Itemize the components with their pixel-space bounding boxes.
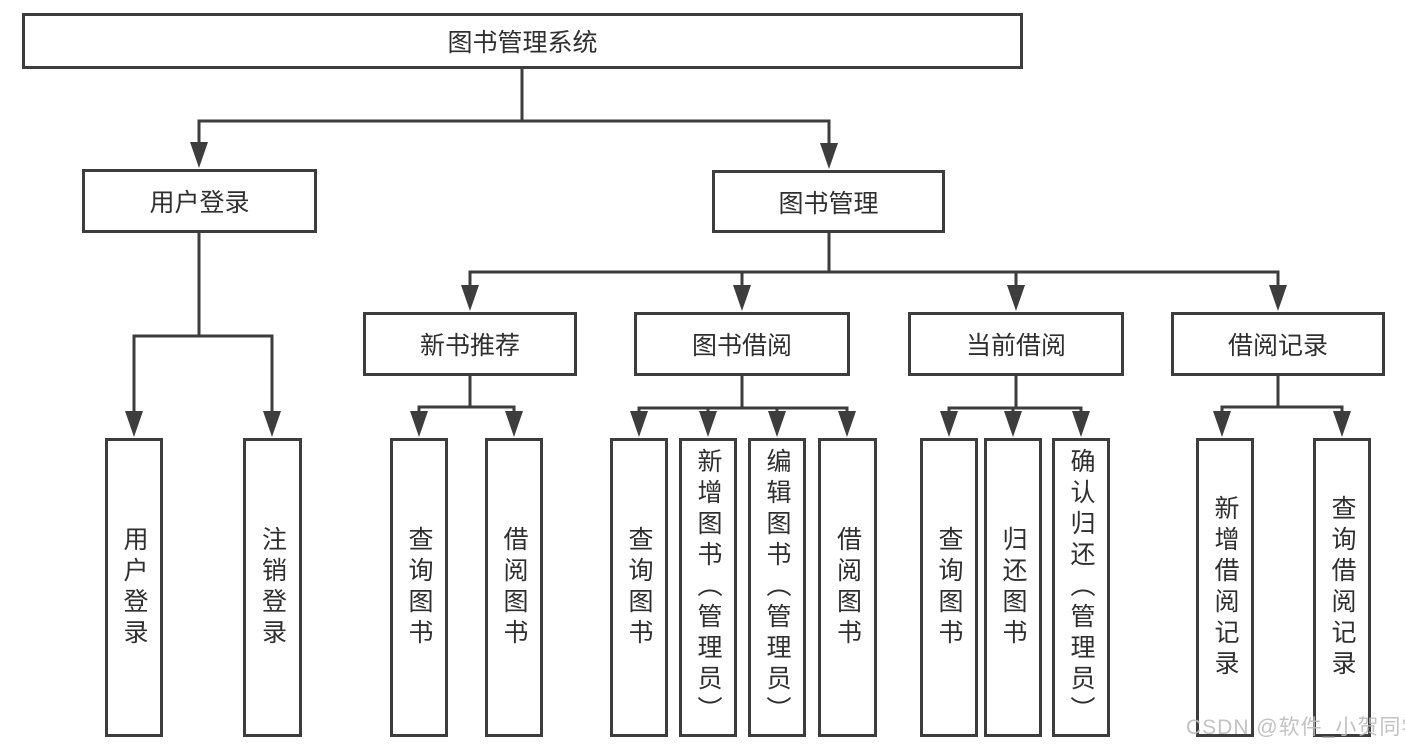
leaf-label: 确认归还（管理员） xyxy=(1067,448,1095,727)
leaf-label: 归还图书 xyxy=(999,525,1027,650)
leaf-label: 借阅图书 xyxy=(833,525,862,650)
leaf-borrow-books-recommend: 借阅图书 xyxy=(485,438,543,737)
leaf-label: 注销登录 xyxy=(258,525,287,650)
leaf-query-books-borrowing: 查询图书 xyxy=(610,438,668,737)
leaf-label: 查询借阅记录 xyxy=(1328,494,1356,681)
leaf-edit-books-admin: 编辑图书（管理员） xyxy=(748,438,806,737)
leaf-label: 编辑图书（管理员） xyxy=(763,448,791,727)
leaf-query-books-recommend: 查询图书 xyxy=(390,438,448,737)
leaf-label: 借阅图书 xyxy=(500,525,528,650)
node-current-borrowing: 当前借阅 xyxy=(908,312,1124,376)
leaf-label: 新增图书（管理员） xyxy=(694,448,722,727)
node-label: 用户登录 xyxy=(149,189,250,217)
leaf-label: 用户登录 xyxy=(120,525,148,650)
leaf-label: 查询图书 xyxy=(935,525,963,650)
leaf-return-books: 归还图书 xyxy=(984,438,1042,737)
node-label: 图书借阅 xyxy=(691,332,792,360)
leaf-add-borrow-record: 新增借阅记录 xyxy=(1196,438,1254,737)
node-book-borrowing: 图书借阅 xyxy=(634,312,850,376)
node-user-login: 用户登录 xyxy=(82,169,317,233)
node-borrowing-records: 借阅记录 xyxy=(1171,312,1385,376)
node-library-management-system: 图书管理系统 xyxy=(22,13,1023,69)
leaf-query-books-current: 查询图书 xyxy=(920,438,978,737)
node-label: 图书管理系统 xyxy=(447,29,598,57)
leaf-confirm-return-admin: 确认归还（管理员） xyxy=(1052,438,1110,737)
node-label: 新书推荐 xyxy=(419,332,520,360)
node-label: 借阅记录 xyxy=(1227,332,1328,360)
leaf-add-books-admin: 新增图书（管理员） xyxy=(679,438,737,737)
node-new-book-recommendation: 新书推荐 xyxy=(363,312,577,376)
leaf-label: 查询图书 xyxy=(625,525,653,650)
node-label: 图书管理 xyxy=(778,189,879,218)
node-label: 当前借阅 xyxy=(965,332,1066,360)
leaf-logout: 注销登录 xyxy=(243,438,302,737)
leaf-borrow-books-borrowing: 借阅图书 xyxy=(818,438,877,737)
leaf-label: 新增借阅记录 xyxy=(1211,494,1239,681)
leaf-label: 查询图书 xyxy=(405,525,433,650)
leaf-query-borrow-record: 查询借阅记录 xyxy=(1313,438,1371,737)
leaf-user-login: 用户登录 xyxy=(105,438,163,737)
csdn-watermark: CSDN @软件_小贺同学 xyxy=(1186,716,1405,739)
node-book-management: 图书管理 xyxy=(712,170,945,233)
